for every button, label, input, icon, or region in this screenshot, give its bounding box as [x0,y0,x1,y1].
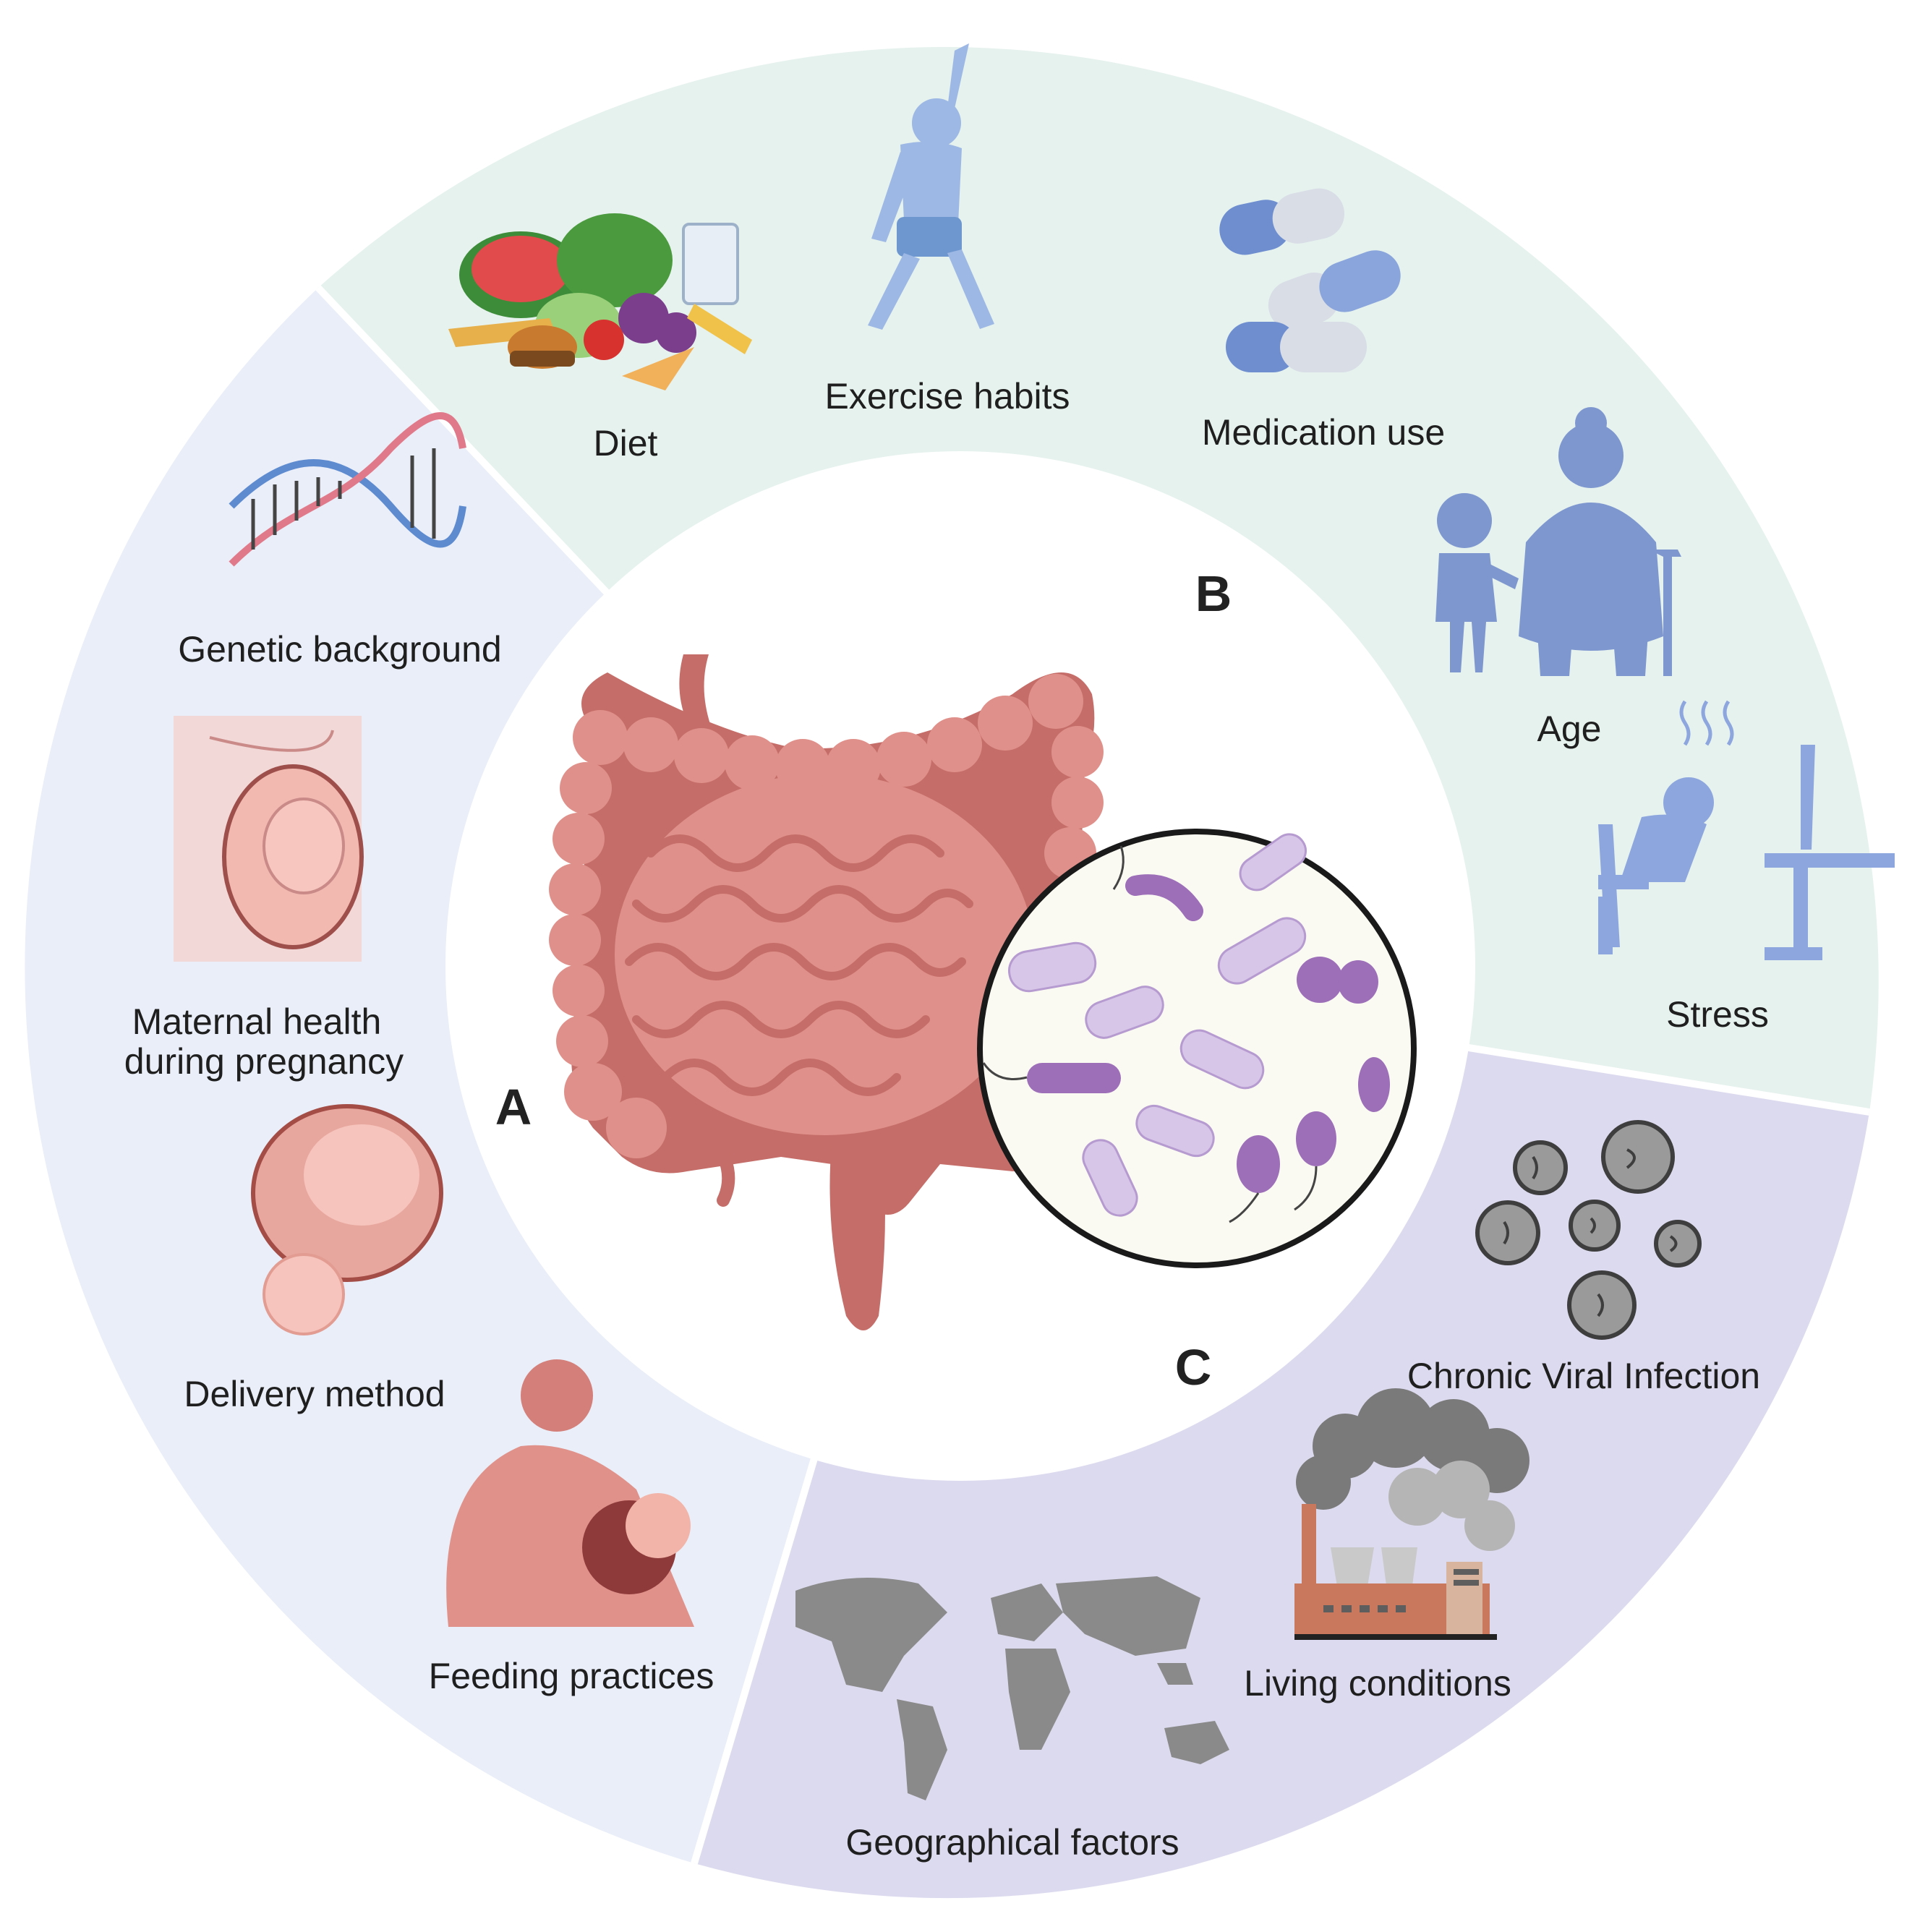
dna-helix-icon [229,412,466,567]
birth-icon [251,1104,443,1335]
section-label-c: C [1175,1339,1212,1395]
stressed-worker-icon [1598,700,1895,960]
feeding-label: Feeding practices [429,1656,714,1696]
factory-smoke-icon [1294,1388,1529,1640]
intestine-icon [549,654,1104,1330]
bacteria-magnifier-icon [977,829,1417,1268]
genetic-label: Genetic background [178,629,502,670]
maternal-label-line2: during pregnancy [124,1041,404,1082]
living-label: Living conditions [1244,1663,1511,1704]
elderly-and-child-icon [1435,407,1681,676]
delivery-label: Delivery method [184,1374,445,1414]
stress-label: Stress [1666,994,1769,1035]
medication-label: Medication use [1202,412,1445,453]
pregnant-belly-icon [174,716,364,962]
breastfeeding-icon [446,1359,694,1627]
capsule-pills-icon [1219,188,1401,372]
diet-label: Diet [594,423,658,463]
virus-particles-icon [1475,1120,1702,1340]
age-label: Age [1537,709,1602,749]
viral-label: Chronic Viral Infection [1407,1356,1760,1396]
maternal-label-line1: Maternal health [132,1001,382,1042]
section-label-b: B [1195,565,1232,622]
world-map-icon [795,1576,1229,1800]
food-icon [448,213,752,390]
stretching-person-icon [868,43,994,330]
section-label-a: A [495,1079,532,1135]
exercise-label: Exercise habits [824,376,1070,416]
geographical-label: Geographical factors [845,1822,1179,1863]
